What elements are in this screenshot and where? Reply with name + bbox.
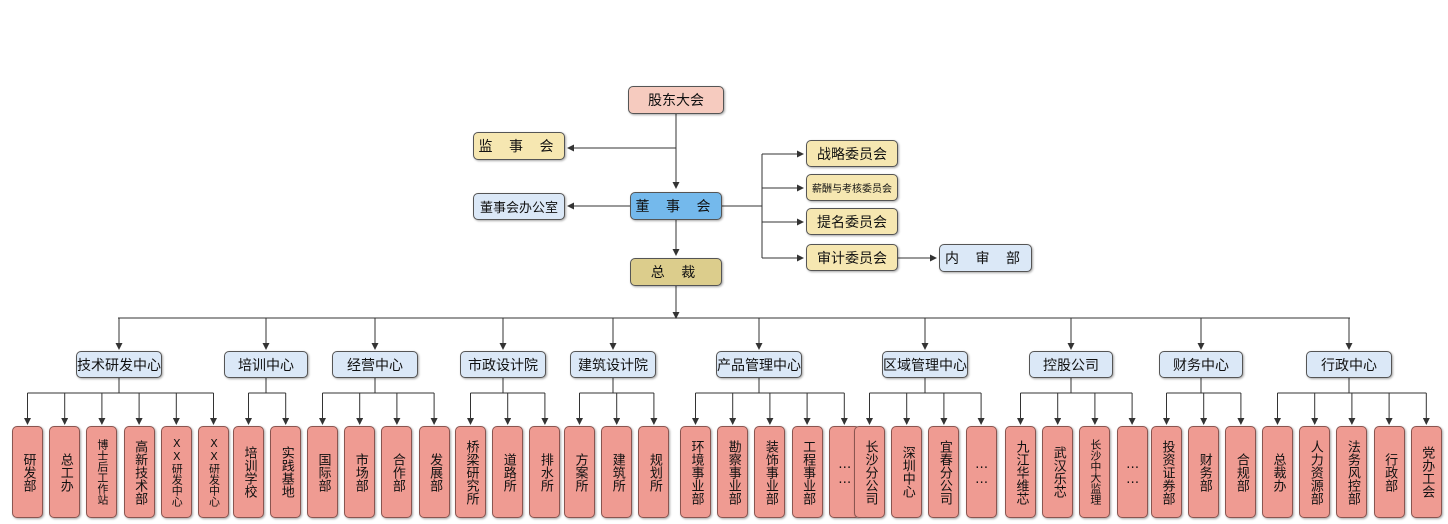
unit-node: 工程事业部 (791, 426, 823, 518)
unit-label: 排水所 (537, 452, 553, 492)
unit-label: …… (974, 457, 990, 487)
center-node: 技术研发中心 (76, 351, 162, 378)
unit-node: 装饰事业部 (754, 426, 786, 518)
unit-node: 合规部 (1225, 426, 1257, 518)
unit-label: 环境事业部 (688, 439, 704, 505)
center-node: 行政中心 (1306, 351, 1392, 378)
unit-node: XX研发中心 (160, 426, 192, 518)
committee-nomination-node: 提名委员会 (806, 208, 898, 235)
unit-node: XX研发中心 (198, 426, 229, 518)
unit-label: 桥梁研究所 (463, 439, 479, 505)
unit-label: 研发部 (20, 452, 36, 492)
unit-node: 培训学校 (233, 426, 264, 518)
unit-node: 法务风控部 (1336, 426, 1368, 518)
committee-strategy-node: 战略委员会 (806, 140, 898, 167)
unit-node: 桥梁研究所 (455, 426, 486, 518)
center-node: 产品管理中心 (716, 351, 802, 378)
unit-label: 深圳中心 (899, 446, 915, 498)
internal-audit-node: 内 审 部 (939, 244, 1032, 272)
unit-node: 合作部 (381, 426, 413, 518)
unit-label: 长沙中大监理 (1088, 439, 1102, 505)
unit-label: 培训学校 (241, 446, 257, 498)
unit-label: XX研发中心 (207, 437, 221, 507)
unit-node: 博士后工作站 (86, 426, 118, 518)
unit-label: …… (1125, 457, 1141, 487)
shareholders-meeting-node: 股东大会 (628, 86, 724, 114)
unit-label: 博士后工作站 (95, 439, 109, 505)
center-node: 区域管理中心 (882, 351, 968, 378)
unit-node: 道路所 (492, 426, 524, 518)
unit-label: 行政部 (1382, 452, 1398, 492)
unit-label: 市场部 (352, 452, 368, 492)
unit-node: 实践基地 (270, 426, 302, 518)
unit-node: 人力资源部 (1299, 426, 1331, 518)
unit-node: 投资证券部 (1151, 426, 1182, 518)
board-of-supervisors-node: 监 事 会 (473, 132, 565, 160)
unit-node: 深圳中心 (891, 426, 923, 518)
unit-label: 国际部 (315, 452, 331, 492)
unit-label: 道路所 (500, 452, 516, 492)
unit-node: 武汉乐芯 (1042, 426, 1074, 518)
unit-label: …… (837, 457, 853, 487)
unit-label: 宜春分公司 (936, 439, 952, 505)
unit-label: 投资证券部 (1159, 439, 1175, 505)
unit-node: 长沙中大监理 (1079, 426, 1111, 518)
board-of-directors-node: 董 事 会 (630, 192, 722, 220)
committee-compensation-node: 薪酬与考核委员会 (806, 174, 898, 201)
unit-label: 武汉乐芯 (1050, 446, 1066, 498)
center-node: 经营中心 (332, 351, 418, 378)
unit-node: 勘察事业部 (717, 426, 749, 518)
unit-node: 方案所 (564, 426, 595, 518)
unit-node: 总工办 (49, 426, 81, 518)
unit-node: …… (965, 426, 997, 518)
unit-label: 装饰事业部 (762, 439, 778, 505)
unit-label: 党办工会 (1419, 446, 1435, 498)
unit-node: 国际部 (307, 426, 338, 518)
unit-node: 九江华维芯 (1005, 426, 1036, 518)
unit-label: 合作部 (389, 452, 405, 492)
unit-label: 实践基地 (278, 446, 294, 498)
center-node: 市政设计院 (460, 351, 546, 378)
unit-node: 建筑所 (601, 426, 633, 518)
unit-label: XX研发中心 (170, 437, 184, 507)
unit-node: 长沙分公司 (854, 426, 885, 518)
unit-node: 行政部 (1373, 426, 1405, 518)
unit-label: 法务风控部 (1344, 439, 1360, 505)
unit-label: 方案所 (572, 452, 588, 492)
center-node: 财务中心 (1159, 351, 1243, 378)
unit-node: 排水所 (529, 426, 561, 518)
unit-node: 发展部 (418, 426, 450, 518)
unit-node: 宜春分公司 (928, 426, 960, 518)
unit-label: 发展部 (427, 452, 443, 492)
board-office-node: 董事会办公室 (473, 193, 565, 220)
unit-label: 合规部 (1233, 452, 1249, 492)
unit-node: 党办工会 (1410, 426, 1442, 518)
unit-node: 市场部 (344, 426, 376, 518)
unit-label: 人力资源部 (1307, 439, 1323, 505)
unit-label: 建筑所 (609, 452, 625, 492)
unit-node: 环境事业部 (680, 426, 711, 518)
unit-label: 规划所 (646, 452, 662, 492)
unit-node: 规划所 (638, 426, 670, 518)
unit-label: 高新技术部 (132, 439, 148, 505)
committee-audit-node: 审计委员会 (806, 244, 898, 271)
unit-node: 研发部 (12, 426, 43, 518)
unit-node: 财务部 (1188, 426, 1220, 518)
center-node: 培训中心 (224, 351, 308, 378)
president-node: 总 裁 (630, 258, 722, 286)
unit-label: 财务部 (1196, 452, 1212, 492)
unit-node: …… (1116, 426, 1148, 518)
center-node: 建筑设计院 (570, 351, 656, 378)
unit-label: 总工办 (57, 452, 73, 492)
unit-node: 高新技术部 (123, 426, 155, 518)
center-node: 控股公司 (1029, 351, 1113, 378)
unit-label: 勘察事业部 (725, 439, 741, 505)
unit-label: 总裁办 (1270, 452, 1286, 492)
unit-label: 长沙分公司 (862, 439, 878, 505)
unit-label: 九江华维芯 (1013, 439, 1029, 505)
unit-label: 工程事业部 (800, 439, 816, 505)
unit-node: 总裁办 (1262, 426, 1293, 518)
